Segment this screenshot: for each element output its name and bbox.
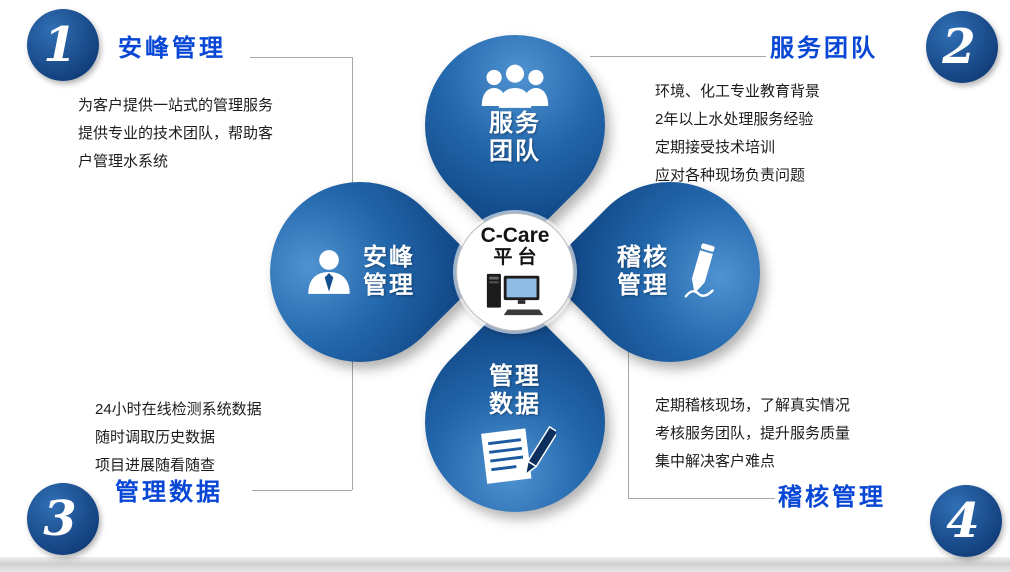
petal-label-line: 管理 [617, 272, 669, 299]
petal-label-line: 管理 [363, 272, 415, 299]
document-pen-icon [474, 425, 556, 487]
team-people-icon [477, 64, 553, 110]
desc-line: 定期稽核现场，了解真实情况 [655, 397, 851, 414]
floor-shadow-band [0, 557, 1010, 572]
desc-line: 为客户提供一站式的管理服务 [78, 97, 274, 114]
petal-label-line: 服务 [489, 110, 541, 138]
connector-line [252, 490, 352, 491]
heading-management-data: 管理数据 [115, 479, 223, 506]
desc-management-data: 24小时在线检测系统数据 随时调取历史数据 项目进展随看随查 [95, 396, 262, 480]
petal-content-anfeng: 安峰 管理 [282, 228, 438, 316]
center-title: C-Care [480, 224, 550, 247]
corner-badge-2: 2 [926, 11, 998, 83]
corner-badge-1: 1 [27, 9, 99, 81]
desc-service-team: 环境、化工专业教育背景 2年以上水处理服务经验 定期接受技术培训 应对各种现场负… [655, 78, 820, 190]
desc-line: 项目进展随看随查 [95, 457, 216, 474]
petal-label-line: 团队 [489, 138, 541, 165]
desc-audit-management: 定期稽核现场，了解真实情况 考核服务团队，提升服务质量 集中解决客户难点 [655, 392, 850, 476]
desc-line: 集中解决客户难点 [655, 453, 776, 470]
pencil-icon [681, 241, 723, 304]
desc-line: 随时调取历史数据 [95, 429, 216, 446]
desc-line: 定期接受技术培训 [655, 139, 776, 156]
corner-badge-3: 3 [27, 483, 99, 555]
heading-service-team: 服务团队 [770, 35, 878, 62]
connector-line [628, 340, 629, 498]
center-platform-circle: C-Care 平台 [456, 213, 574, 331]
badge-number: 1 [43, 17, 77, 73]
connector-line [628, 498, 775, 499]
desc-anfeng-management: 为客户提供一站式的管理服务 提供专业的技术团队，帮助客 户管理水系统 [78, 92, 273, 176]
petal-content-service-team: 服务 团队 [425, 50, 605, 180]
desc-line: 提供专业的技术团队，帮助客 [78, 125, 274, 142]
petal-label-line: 管理 [489, 363, 541, 391]
connector-line [352, 360, 353, 490]
person-icon [305, 248, 353, 296]
badge-number: 4 [946, 493, 980, 549]
corner-badge-4: 4 [930, 485, 1002, 557]
badge-number: 3 [43, 491, 77, 547]
heading-audit-management: 稽核管理 [778, 484, 886, 511]
petal-label-line: 稽核 [617, 244, 669, 272]
connector-line [250, 57, 352, 58]
badge-number: 2 [942, 19, 976, 75]
center-subtitle: 平台 [493, 247, 542, 269]
petal-label-line: 数据 [489, 391, 541, 418]
desc-line: 应对各种现场负责问题 [655, 167, 806, 184]
heading-anfeng-management: 安峰管理 [118, 35, 226, 62]
connector-line [352, 57, 353, 189]
desc-line: 环境、化工专业教育背景 [655, 83, 821, 100]
desc-line: 户管理水系统 [78, 153, 169, 170]
petal-content-data: 管理 数据 [425, 350, 605, 500]
desc-line: 24小时在线检测系统数据 [95, 401, 262, 418]
petal-label-line: 安峰 [363, 244, 415, 272]
petal-content-audit: 稽核 管理 [592, 222, 748, 322]
desktop-computer-icon [485, 272, 545, 317]
desc-line: 2年以上水处理服务经验 [655, 111, 814, 128]
connector-line [590, 56, 766, 57]
desc-line: 考核服务团队，提升服务质量 [655, 425, 851, 442]
